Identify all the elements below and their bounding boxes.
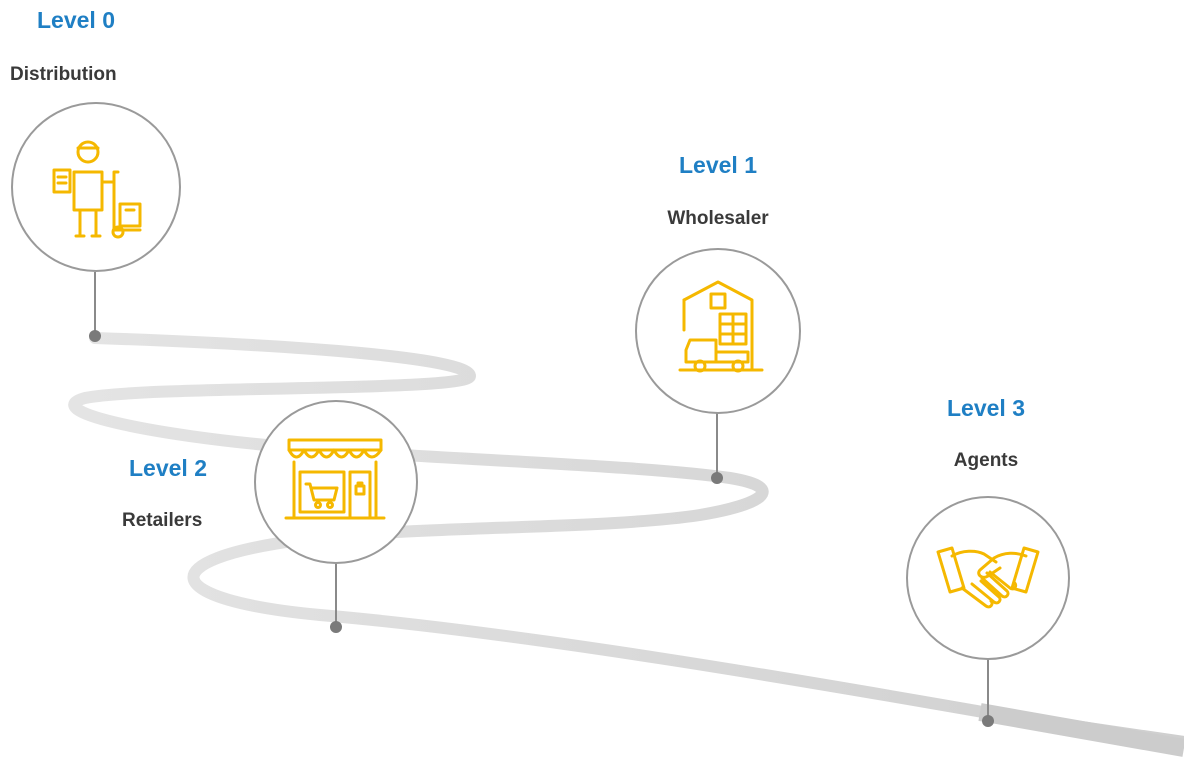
pin-level-2 [330,563,342,633]
winding-road [68,332,1184,748]
agents-label: Agents [953,450,1019,471]
pin-level-3 [982,659,994,727]
circle-level-1 [635,248,801,414]
wholesaler-label: Wholesaler [667,208,769,229]
level-0-label: Level 0 [37,7,115,33]
storefront-cart-icon [284,438,386,520]
distribution-label: Distribution [10,64,117,85]
warehouse-truck-icon [678,280,764,373]
circle-level-3 [906,496,1070,660]
level-1-label: Level 1 [679,152,757,178]
level-2-label: Level 2 [129,455,207,481]
retailers-label: Retailers [122,510,203,531]
circle-level-2 [254,400,418,564]
circle-level-0 [11,102,181,272]
level-3-label: Level 3 [947,395,1025,421]
handshake-icon [936,546,1040,609]
delivery-person-icon [52,140,142,239]
pin-level-1 [711,412,723,484]
pin-level-0 [89,272,101,342]
